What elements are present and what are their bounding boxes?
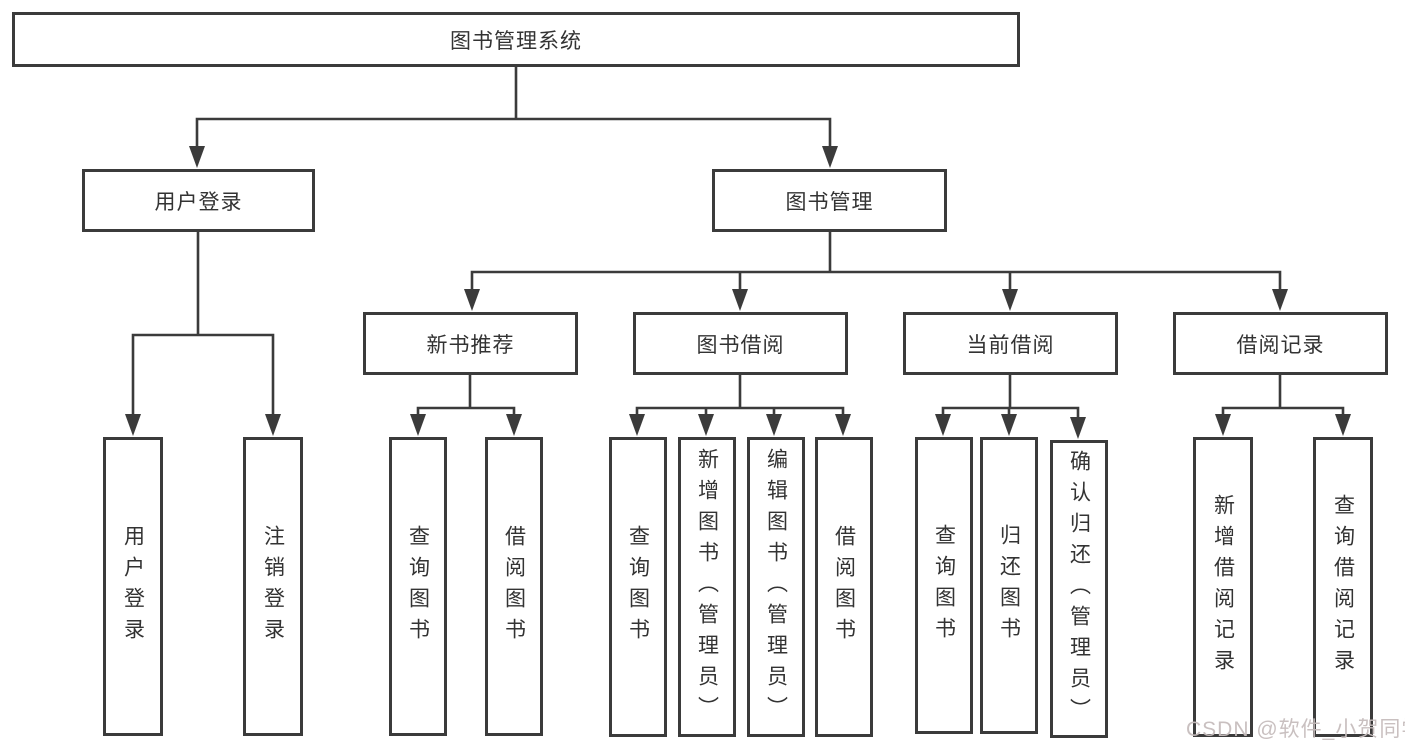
watermark: CSDN @软件_小贺同学 bbox=[1186, 718, 1405, 741]
leaf-user-login: 用户登录 bbox=[103, 437, 163, 736]
leaf-borrowing-add-books-admin: 新增图书（管理员） bbox=[678, 437, 736, 737]
leaf-current-confirm-return-admin: 确认归还（管理员） bbox=[1050, 440, 1108, 738]
leaf-recommend-query-books: 查询图书 bbox=[389, 437, 447, 736]
node-user-login: 用户登录 bbox=[82, 169, 315, 232]
node-current-borrowing: 当前借阅 bbox=[903, 312, 1118, 375]
leaf-borrowing-query-books: 查询图书 bbox=[609, 437, 667, 737]
leaf-current-return-books: 归还图书 bbox=[980, 437, 1038, 734]
leaf-recommend-borrow-books: 借阅图书 bbox=[485, 437, 543, 736]
leaf-borrowing-borrow-books: 借阅图书 bbox=[815, 437, 873, 737]
node-book-borrowing: 图书借阅 bbox=[633, 312, 848, 375]
leaf-current-query-books: 查询图书 bbox=[915, 437, 973, 734]
node-book-management: 图书管理 bbox=[712, 169, 947, 232]
node-borrowing-records: 借阅记录 bbox=[1173, 312, 1388, 375]
node-new-book-recommend: 新书推荐 bbox=[363, 312, 578, 375]
node-system-root: 图书管理系统 bbox=[12, 12, 1020, 67]
leaf-records-add-record: 新增借阅记录 bbox=[1193, 437, 1253, 737]
leaf-logout: 注销登录 bbox=[243, 437, 303, 736]
leaf-records-query-record: 查询借阅记录 bbox=[1313, 437, 1373, 737]
leaf-borrowing-edit-books-admin: 编辑图书（管理员） bbox=[747, 437, 805, 737]
